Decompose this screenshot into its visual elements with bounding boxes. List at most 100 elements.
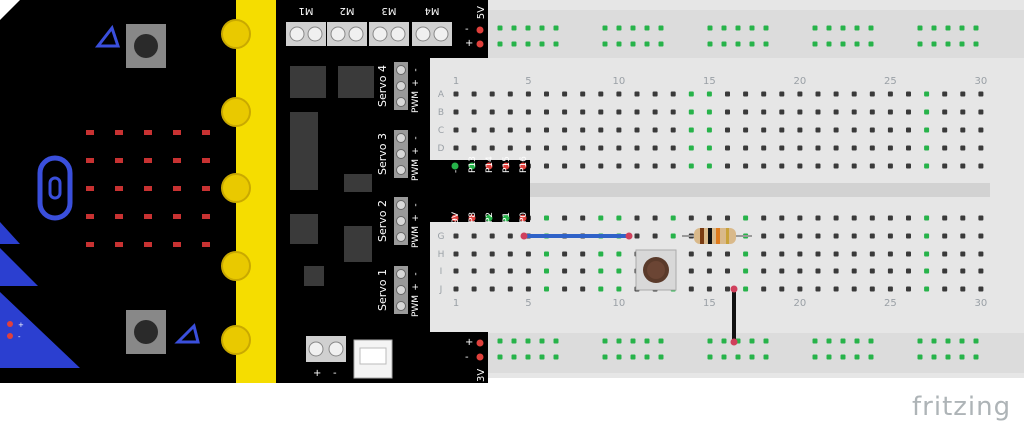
breadboard-hole bbox=[525, 127, 531, 133]
terminal-screw bbox=[372, 26, 388, 42]
led bbox=[202, 214, 210, 219]
breadboard-hole bbox=[869, 233, 875, 239]
rail-hole bbox=[868, 41, 874, 47]
rail-pin-bottom-2 bbox=[476, 353, 484, 361]
column-number: 5 bbox=[525, 298, 531, 309]
breadboard-hole bbox=[507, 233, 513, 239]
breadboard-hole bbox=[706, 163, 712, 169]
led bbox=[173, 186, 181, 191]
breadboard-hole bbox=[652, 109, 658, 115]
servo-pin bbox=[396, 81, 406, 91]
breadboard-hole bbox=[761, 145, 767, 151]
rail-hole bbox=[658, 354, 664, 360]
rail-hole bbox=[945, 354, 951, 360]
breadboard-hole bbox=[580, 145, 586, 151]
servo-pin-label: - bbox=[411, 203, 421, 206]
breadboard-hole bbox=[906, 268, 911, 274]
column-number: 20 bbox=[794, 76, 807, 87]
rail-hole bbox=[602, 338, 608, 344]
breadboard-hole bbox=[670, 163, 676, 169]
column-number: 30 bbox=[975, 76, 988, 87]
breadboard-hole bbox=[743, 286, 749, 292]
rail-hole bbox=[749, 354, 755, 360]
button-a-cap[interactable] bbox=[134, 34, 158, 58]
breadboard-hole bbox=[725, 286, 730, 292]
breadboard-hole bbox=[761, 91, 767, 97]
breadboard-hole bbox=[779, 215, 785, 221]
breadboard-hole bbox=[797, 91, 803, 97]
breadboard-hole bbox=[887, 233, 893, 239]
breadboard-hole bbox=[634, 127, 640, 133]
breadboard-hole bbox=[960, 127, 966, 133]
rail-hole bbox=[959, 41, 965, 47]
breadboard-hole bbox=[471, 286, 477, 292]
rail-hole bbox=[525, 25, 531, 31]
led bbox=[144, 214, 152, 219]
column-number: 15 bbox=[703, 76, 716, 87]
rail-hole bbox=[931, 25, 937, 31]
breadboard-hole bbox=[725, 91, 730, 97]
resistor[interactable] bbox=[682, 228, 752, 244]
rail-pin-top-2 bbox=[476, 40, 484, 48]
breadboard-hole bbox=[960, 215, 966, 221]
breadboard-hole bbox=[833, 215, 839, 221]
breadboard-hole bbox=[706, 145, 712, 151]
io-label-top: - bbox=[451, 170, 461, 173]
rail-hole bbox=[812, 25, 818, 31]
servo-pin-label: + bbox=[411, 214, 421, 222]
breadboard-hole bbox=[616, 286, 622, 292]
breadboard-hole bbox=[797, 145, 803, 151]
edge-dot-2 bbox=[7, 333, 13, 339]
rail-pin-top-1 bbox=[476, 26, 484, 34]
breadboard-hole bbox=[616, 109, 622, 115]
breadboard-hole bbox=[924, 145, 930, 151]
rail-hole bbox=[973, 338, 979, 344]
breadboard-hole bbox=[507, 145, 513, 151]
breadboard-hole bbox=[797, 109, 803, 115]
breadboard-hole bbox=[797, 251, 803, 257]
breadboard-hole bbox=[489, 127, 495, 133]
breadboard-hole bbox=[598, 127, 604, 133]
connector-pad bbox=[221, 19, 251, 49]
breadboard-hole bbox=[833, 109, 839, 115]
breadboard-hole bbox=[525, 251, 531, 257]
breadboard-hole bbox=[797, 233, 803, 239]
rail-hole bbox=[812, 41, 818, 47]
rail-hole bbox=[854, 41, 860, 47]
breadboard-hole bbox=[869, 91, 875, 97]
breadboard-hole bbox=[761, 215, 767, 221]
button-b-cap[interactable] bbox=[134, 320, 158, 344]
breadboard-hole bbox=[616, 127, 622, 133]
rail-hole bbox=[539, 354, 545, 360]
rail-hole bbox=[840, 25, 846, 31]
rail-hole bbox=[553, 41, 559, 47]
motor-label: M3 bbox=[382, 5, 397, 16]
breadboard-hole bbox=[815, 127, 821, 133]
breadboard-hole bbox=[634, 233, 640, 239]
breadboard-hole bbox=[544, 163, 549, 169]
rail-pin-bottom-1 bbox=[476, 339, 484, 347]
io-label-bottom: P2 bbox=[485, 212, 495, 223]
resistor-band-2 bbox=[708, 228, 712, 244]
breadboard-hole bbox=[562, 163, 568, 169]
breadboard-hole bbox=[598, 91, 604, 97]
terminal-screw bbox=[390, 26, 406, 42]
rail-hole bbox=[630, 25, 636, 31]
rail-hole bbox=[553, 25, 559, 31]
chip-3 bbox=[290, 112, 318, 190]
breadboard-hole bbox=[489, 109, 495, 115]
breadboard-hole bbox=[725, 163, 730, 169]
breadboard-hole bbox=[942, 109, 948, 115]
jst-connector bbox=[353, 339, 393, 379]
breadboard-hole bbox=[797, 215, 803, 221]
io-pin-top bbox=[451, 162, 459, 170]
push-button[interactable] bbox=[635, 249, 677, 291]
breadboard-hole bbox=[887, 91, 893, 97]
breadboard-hole bbox=[779, 163, 785, 169]
led bbox=[173, 130, 181, 135]
rail-hole bbox=[854, 338, 860, 344]
microbit-body bbox=[0, 0, 238, 383]
breadboard-hole bbox=[525, 91, 531, 97]
breadboard-hole bbox=[471, 109, 477, 115]
breadboard-hole bbox=[924, 251, 930, 257]
